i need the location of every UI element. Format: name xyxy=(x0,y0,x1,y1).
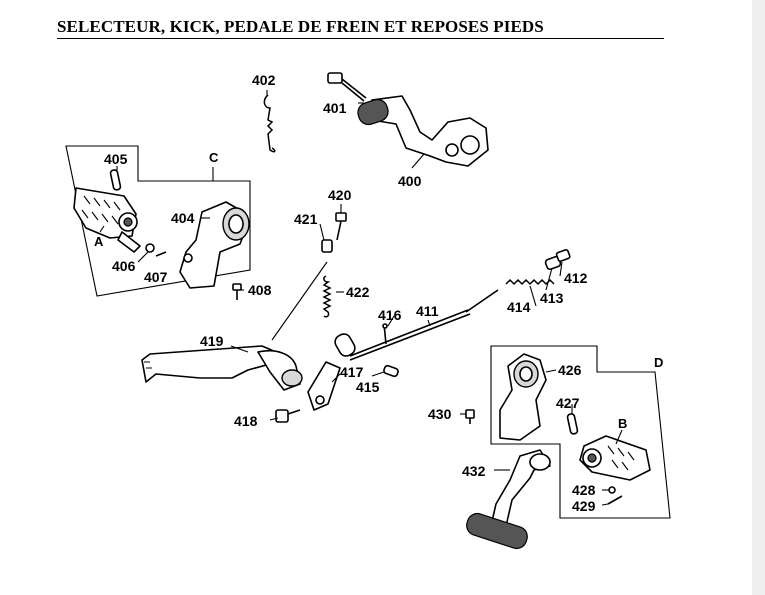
label-408: 408 xyxy=(248,282,272,298)
label-413: 413 xyxy=(540,290,564,306)
label-415: 415 xyxy=(356,379,380,395)
pin-415 xyxy=(383,364,399,378)
label-426: 426 xyxy=(558,362,582,378)
bolt-430 xyxy=(465,409,475,424)
bracket-426 xyxy=(499,353,547,441)
label-416: 416 xyxy=(378,307,402,323)
page-margin-strip xyxy=(752,0,765,595)
sublabel-b: B xyxy=(618,416,627,431)
washer-406 xyxy=(145,243,155,253)
label-412: 412 xyxy=(564,270,588,286)
bolt-408 xyxy=(232,283,242,300)
label-411: 411 xyxy=(416,303,439,319)
label-406: 406 xyxy=(112,258,136,274)
footpeg-right-B xyxy=(579,435,651,481)
label-400: 400 xyxy=(398,173,422,189)
group-d-label: D xyxy=(654,355,663,370)
label-427: 427 xyxy=(556,395,580,411)
label-407: 407 xyxy=(144,269,168,285)
footpeg-left-A xyxy=(73,187,141,253)
group-c-outline xyxy=(65,145,251,297)
label-422: 422 xyxy=(346,284,370,300)
bolt-418 xyxy=(275,409,301,423)
label-420: 420 xyxy=(328,187,352,203)
nut-421 xyxy=(321,239,333,253)
nut-412-413 xyxy=(544,248,571,271)
label-430: 430 xyxy=(428,406,452,422)
pin-405 xyxy=(109,169,122,191)
spring-402 xyxy=(263,94,276,153)
label-401: 401 xyxy=(323,100,347,116)
washer-428 xyxy=(608,486,616,494)
kick-starter-400 xyxy=(357,95,489,167)
label-432: 432 xyxy=(462,463,486,479)
bolt-420 xyxy=(335,212,347,241)
group-c-label: C xyxy=(209,150,219,165)
label-419: 419 xyxy=(200,333,224,349)
rod-411 xyxy=(349,289,499,361)
label-402: 402 xyxy=(252,72,276,88)
title-underline xyxy=(57,38,664,39)
brake-arm-417 xyxy=(307,333,356,411)
label-428: 428 xyxy=(572,482,596,498)
pin-416 xyxy=(382,323,388,345)
label-417: 417 xyxy=(340,364,364,380)
clip-407 xyxy=(155,251,167,257)
label-418: 418 xyxy=(234,413,258,429)
spring-422 xyxy=(322,275,332,318)
label-429: 429 xyxy=(572,498,596,514)
spring-414 xyxy=(505,278,555,286)
shift-lever-432 xyxy=(466,449,551,550)
label-405: 405 xyxy=(104,151,128,167)
label-404: 404 xyxy=(171,210,195,226)
group-d-outline xyxy=(490,345,671,519)
label-421: 421 xyxy=(294,211,318,227)
bracket-404 xyxy=(179,201,250,289)
brake-pedal-419 xyxy=(141,345,303,391)
bolt-401 xyxy=(327,72,367,102)
page-title: SELECTEUR, KICK, PEDALE DE FREIN ET REPO… xyxy=(57,17,544,36)
leader-lines xyxy=(99,90,623,506)
sublabel-a: A xyxy=(94,234,104,249)
clip-429 xyxy=(607,495,623,505)
pin-427 xyxy=(566,413,579,435)
label-414: 414 xyxy=(507,299,531,315)
